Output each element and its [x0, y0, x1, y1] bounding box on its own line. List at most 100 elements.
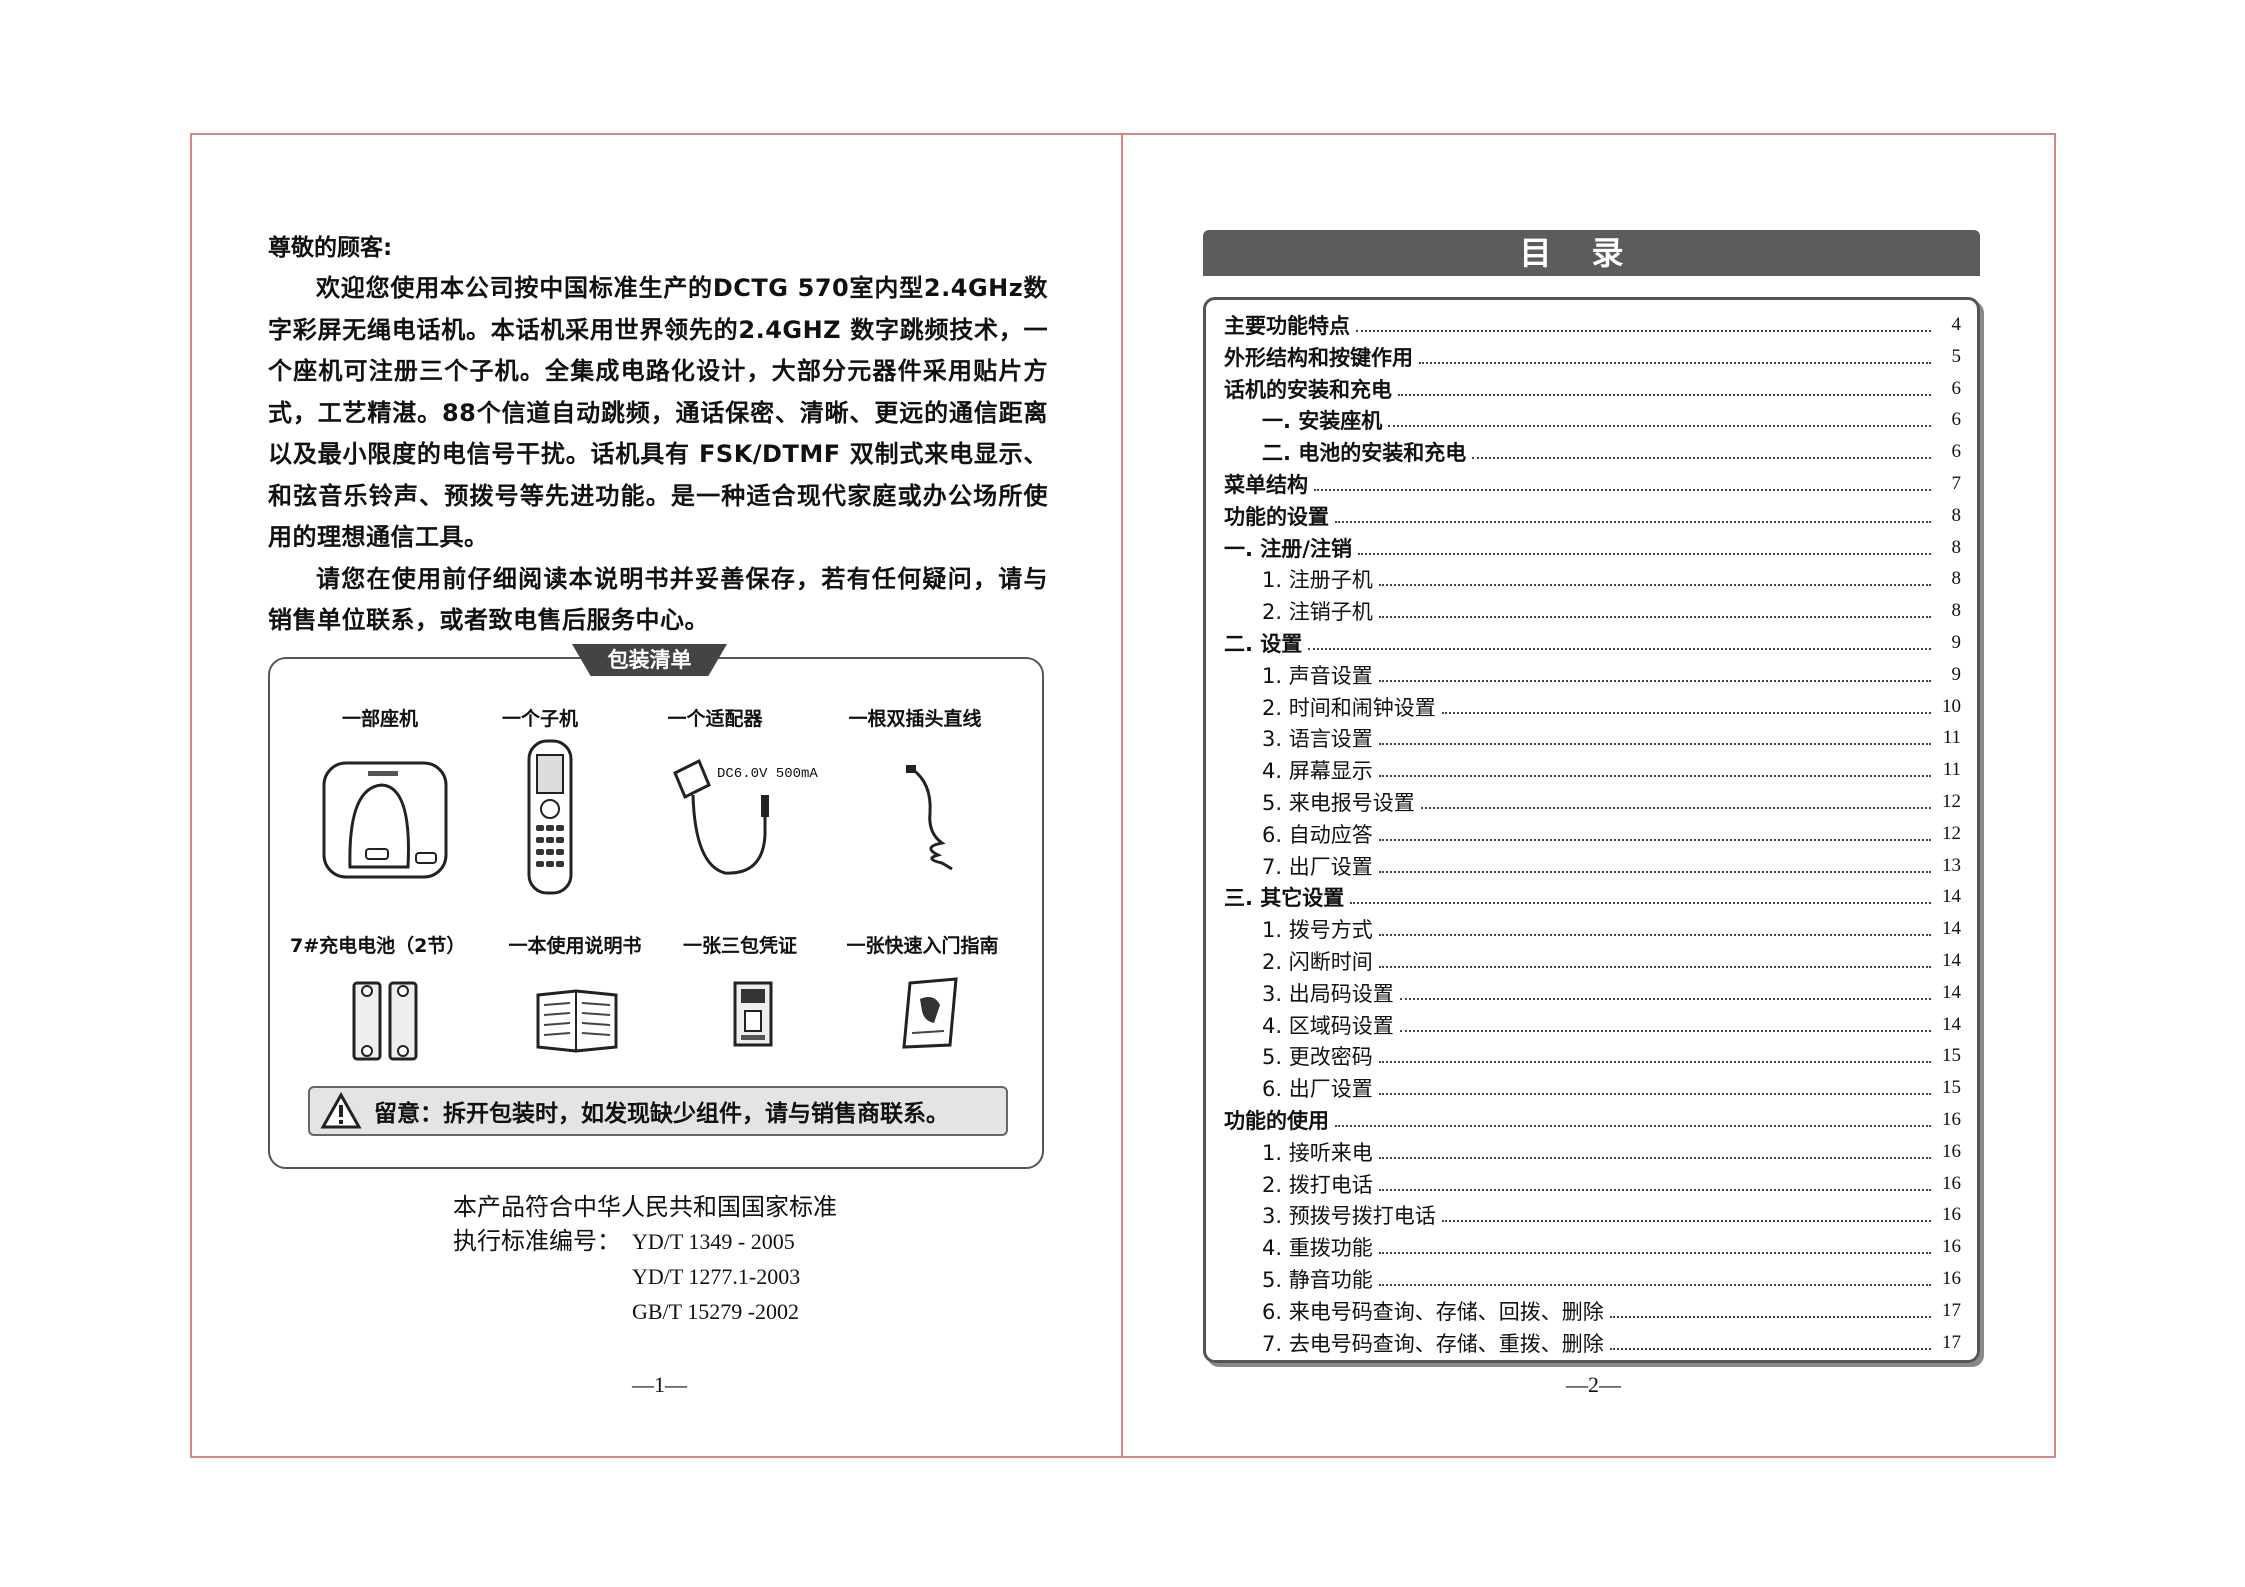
toc-leader-dots	[1441, 1220, 1931, 1223]
toc-entry-title: 7. 去电号码查询、存储、重拨、删除	[1262, 1331, 1604, 1356]
toc-entry-page: 5	[1951, 345, 1962, 367]
toc-entry-title: 主要功能特点	[1224, 314, 1350, 338]
toc-leader-dots	[1335, 1125, 1931, 1127]
toc-leader-dots	[1378, 934, 1931, 937]
toc-leader-dots	[1388, 425, 1931, 428]
intro-text: 欢迎您使用本公司按中国标准生产的DCTG 570室内型2.4GHz数字彩屏无绳电…	[268, 268, 1048, 642]
toc-entry-title: 菜单结构	[1224, 473, 1308, 497]
toc-entry: 1. 声音设置 9	[1262, 660, 1961, 690]
standard-code: YD/T 1349 - 2005	[632, 1229, 795, 1254]
standard-code: YD/T 1277.1-2003	[632, 1264, 801, 1289]
toc-entry-title: 一. 安装座机	[1262, 409, 1383, 434]
warranty-card-icon	[733, 981, 773, 1047]
package-item-label: 一张三包凭证	[682, 935, 797, 957]
toc-entry-title: 5. 更改密码	[1262, 1045, 1373, 1070]
toc-entry-page: 16	[1942, 1236, 1961, 1258]
package-title: 包装清单	[572, 644, 727, 676]
toc-entry-title: 1. 接听来电	[1262, 1140, 1373, 1165]
toc-entry-page: 7	[1951, 473, 1962, 494]
package-item-label: 一个适配器	[667, 708, 763, 730]
toc-entry-title: 3. 预拨号拨打电话	[1262, 1204, 1436, 1229]
toc-entry-title: 5. 静音功能	[1262, 1268, 1373, 1292]
toc-leader-dots	[1314, 489, 1931, 491]
toc-entry-page: 12	[1942, 822, 1961, 844]
toc-entry-page: 8	[1951, 600, 1962, 622]
toc-leader-dots	[1472, 457, 1931, 460]
page-fold-line	[1121, 133, 1123, 1458]
toc-leader-dots	[1378, 616, 1931, 619]
toc-entry-title: 2. 时间和闹钟设置	[1262, 695, 1436, 720]
toc-entry-page: 16	[1942, 1109, 1961, 1130]
toc-entry-title: 一. 注册/注销	[1224, 536, 1352, 561]
toc-entry-page: 6	[1951, 409, 1962, 431]
toc-leader-dots	[1378, 1188, 1931, 1191]
toc-entry-page: 16	[1942, 1204, 1961, 1226]
toc-entry: 外形结构和按键作用 5	[1224, 342, 1961, 372]
toc-entry-page: 8	[1951, 536, 1962, 558]
toc-entry-page: 17	[1942, 1299, 1961, 1321]
toc-leader-dots	[1441, 711, 1931, 714]
toc-entry-title: 话机的安装和充电	[1224, 377, 1392, 402]
package-item-label: 一根双插头直线	[848, 708, 982, 730]
package-item-label: 7#充电电池（2节）	[290, 935, 466, 957]
toc-entry-title: 1. 拨号方式	[1262, 918, 1373, 943]
toc-entry-page: 9	[1951, 663, 1962, 685]
toc-entry-page: 16	[1942, 1268, 1961, 1289]
toc-entry-page: 13	[1942, 854, 1961, 876]
toc-entry-title: 外形结构和按键作用	[1224, 345, 1413, 370]
toc-leader-dots	[1419, 361, 1931, 364]
toc-leader-dots	[1378, 966, 1931, 968]
toc-entry-title: 功能的使用	[1224, 1109, 1329, 1133]
toc-entry-page: 9	[1951, 632, 1962, 653]
toc-entry-page: 6	[1951, 441, 1962, 463]
toc-entry: 一. 安装座机 6	[1262, 405, 1961, 435]
toc-leader-dots	[1378, 838, 1931, 841]
toc-leader-dots	[1378, 1061, 1931, 1064]
toc-entry-page: 11	[1942, 727, 1961, 749]
toc-entry: 5. 静音功能 16	[1262, 1264, 1961, 1294]
toc-entry-page: 14	[1942, 918, 1961, 940]
toc-leader-dots	[1378, 775, 1931, 778]
toc-leader-dots	[1378, 1252, 1931, 1255]
package-item-label: 一部座机	[341, 708, 418, 730]
toc-entry-page: 14	[1942, 950, 1961, 971]
toc-leader-dots	[1609, 1347, 1931, 1350]
toc-entry-page: 10	[1942, 695, 1961, 717]
toc-entry-page: 14	[1942, 886, 1961, 908]
base-station-icon	[322, 761, 448, 879]
toc-entry-title: 1. 声音设置	[1262, 663, 1373, 688]
toc-entry: 3. 预拨号拨打电话 16	[1262, 1200, 1961, 1230]
intro-paragraph: 欢迎您使用本公司按中国标准生产的DCTG 570室内型2.4GHz数字彩屏无绳电…	[268, 274, 1048, 551]
adapter-icon: DC6.0V 500mA	[673, 758, 818, 875]
toc-entry: 三. 其它设置 14	[1224, 882, 1961, 912]
toc-entry-title: 三. 其它设置	[1224, 886, 1345, 911]
quick-guide-icon	[902, 977, 958, 1049]
toc-entry-page: 14	[1942, 981, 1961, 1003]
toc-leader-dots	[1378, 584, 1931, 587]
toc-title: 目录	[1203, 230, 1980, 276]
toc-entry-page: 14	[1942, 1013, 1961, 1035]
package-item-label: 一本使用说明书	[508, 935, 642, 957]
toc-entry: 2. 拨打电话 16	[1262, 1169, 1961, 1199]
toc-entry-page: 4	[1951, 314, 1962, 335]
toc-entry: 二. 设置 9	[1224, 628, 1961, 658]
toc-entry: 1. 拨号方式 14	[1262, 914, 1961, 944]
toc-entry-title: 6. 来电号码查询、存储、回拨、删除	[1262, 1299, 1604, 1324]
toc-leader-dots	[1378, 1284, 1931, 1286]
toc-entry-title: 功能的设置	[1224, 504, 1329, 529]
toc-entry-title: 二. 设置	[1224, 632, 1303, 656]
package-item-label: 一个子机	[501, 708, 578, 730]
toc-entry-title: 2. 拨打电话	[1262, 1172, 1373, 1197]
toc-entry-page: 16	[1942, 1172, 1961, 1194]
toc-leader-dots	[1378, 679, 1931, 682]
